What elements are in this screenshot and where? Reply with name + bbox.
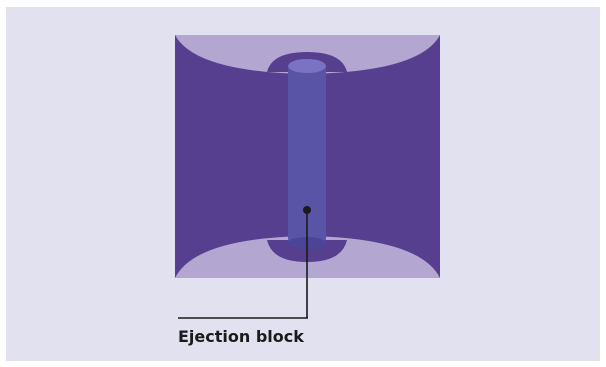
ejection-pin-cap — [288, 59, 326, 73]
ejection-pin-shaft — [288, 60, 326, 248]
callout-label-ejection-block: Ejection block — [178, 327, 304, 346]
